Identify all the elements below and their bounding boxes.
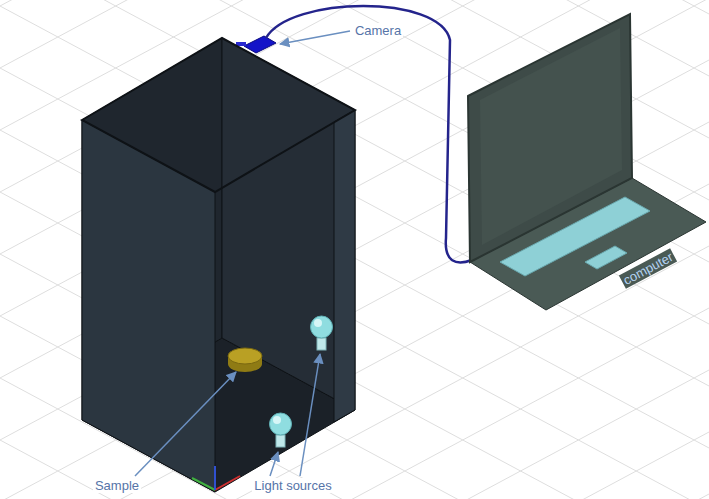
sample-label: Sample (93, 478, 141, 493)
enclosure-rim (82, 38, 355, 192)
bulb-base (317, 338, 326, 350)
grid-line (0, 494, 709, 499)
grid-line (0, 440, 709, 499)
light-sources-label: Light sources (252, 478, 333, 493)
leader-line (270, 452, 278, 476)
usb-cable (266, 6, 472, 262)
laptop-keyboard (500, 197, 650, 276)
light-bulb (311, 316, 333, 338)
leader-line (280, 31, 350, 44)
leader-line (135, 372, 236, 476)
z-axis (214, 466, 216, 490)
laptop-touchpad (585, 246, 627, 269)
enclosure-front-wall (82, 120, 215, 492)
grid-line (0, 432, 709, 499)
x-axis (215, 476, 240, 490)
camera-label: Camera (353, 23, 403, 38)
bulb-highlight (314, 319, 322, 327)
light-bulb (270, 413, 292, 435)
enclosure-side-strip (334, 110, 355, 422)
bulb-base (276, 435, 285, 447)
leader-line (300, 354, 320, 476)
bulb-highlight (273, 416, 281, 424)
sample-top (228, 348, 262, 364)
y-axis (192, 478, 215, 490)
camera-body (244, 36, 276, 53)
